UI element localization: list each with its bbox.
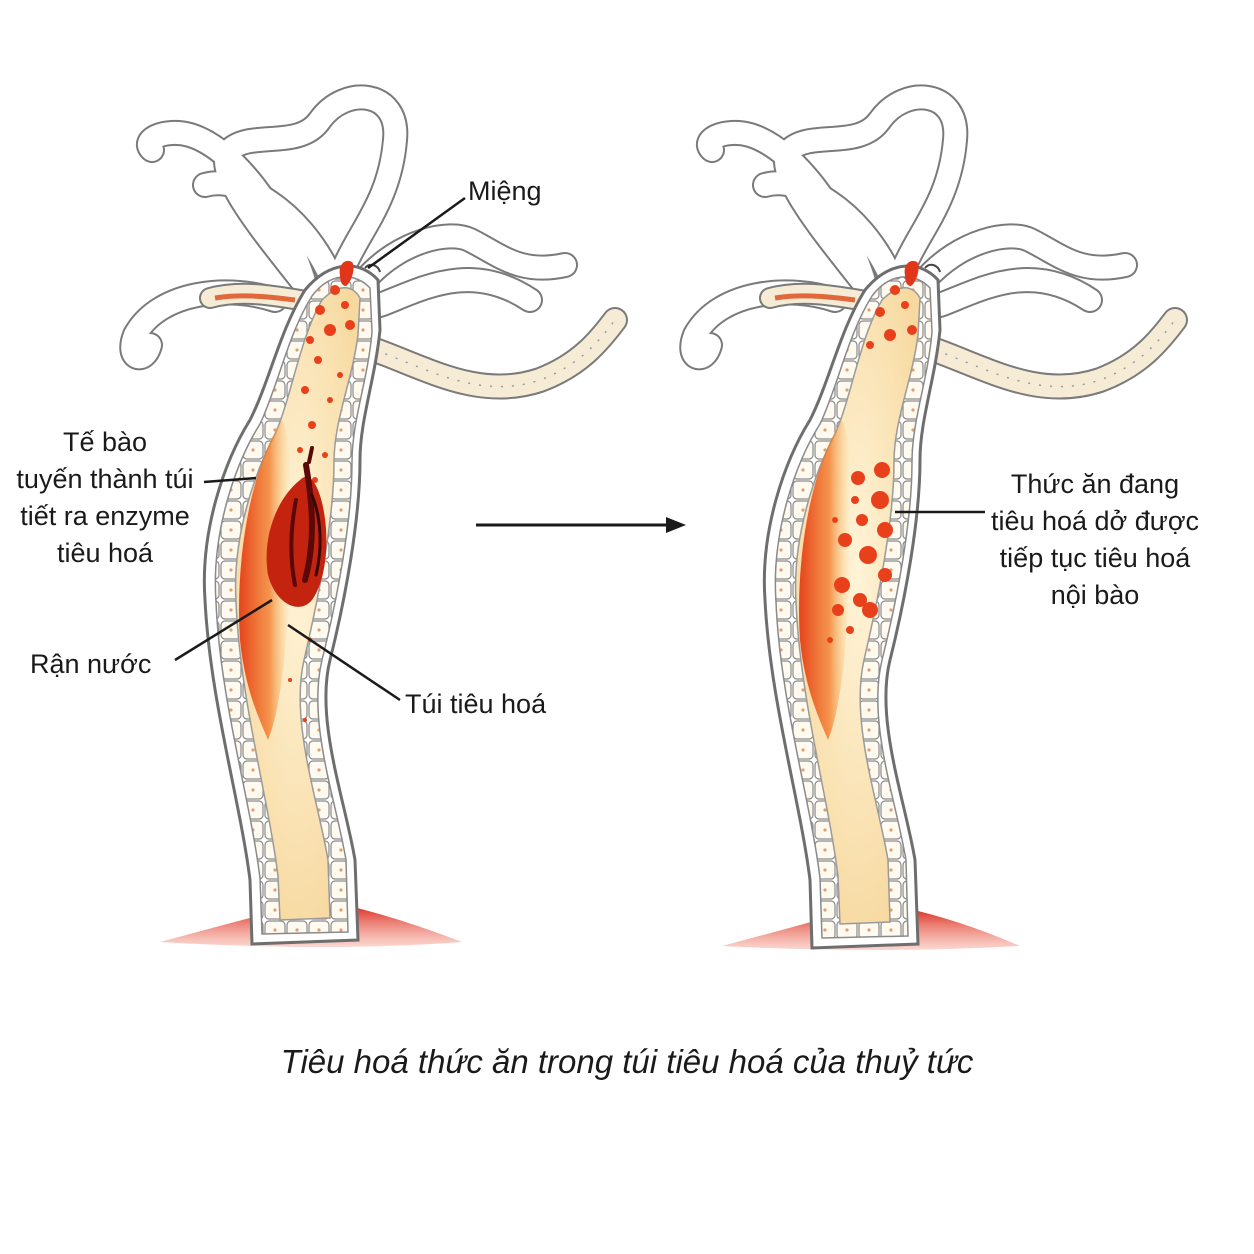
label-gland-cells-line: Tế bào — [62, 427, 148, 457]
label-partially-digested-food: Thức ăn đang tiêu hoá dở được tiếp tục t… — [990, 466, 1200, 614]
label-gland-cells-line: tiêu hoá — [56, 538, 154, 568]
figure-caption: Tiêu hoá thức ăn trong túi tiêu hoá của … — [280, 1043, 974, 1080]
leader-cavity — [287, 623, 401, 702]
hydra-right — [679, 84, 1188, 950]
leader-gland-cells — [203, 476, 257, 484]
leader-daphnia — [174, 598, 273, 662]
label-gland-cells: Tế bào tuyến thành túi tiết ra enzyme ti… — [10, 424, 200, 572]
tentacles-left — [119, 84, 578, 371]
mouth-right — [904, 260, 941, 286]
leader-mouth — [367, 196, 466, 270]
leader-lines — [174, 196, 985, 702]
food-particles-right — [827, 285, 917, 643]
label-gland-cells-line: tiết ra enzyme — [20, 501, 190, 531]
label-gland-cells-line: tuyến thành túi — [16, 464, 194, 494]
transition-arrow — [476, 517, 686, 533]
tentacles-right — [679, 84, 1138, 371]
label-food-line: tiêu hoá dở được — [990, 506, 1200, 536]
label-food-line: nội bào — [1050, 580, 1140, 610]
label-gastric-cavity: Túi tiêu hoá — [405, 689, 547, 719]
label-daphnia: Rận nước — [30, 649, 152, 679]
label-mouth: Miệng — [468, 176, 542, 206]
label-food-line: tiếp tục tiêu hoá — [999, 543, 1191, 573]
label-food-line: Thức ăn đang — [1010, 469, 1180, 499]
daphnia-prey — [266, 446, 327, 607]
food-particles-left — [288, 285, 355, 722]
hydra-left — [119, 84, 628, 947]
